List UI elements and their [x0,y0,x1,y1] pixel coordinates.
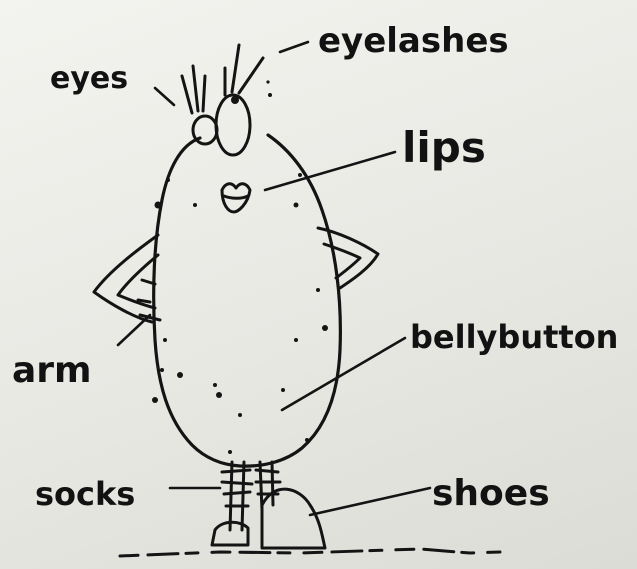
left-arm [94,235,158,322]
eyes-leader [155,88,174,105]
bellybutton-leader [282,338,405,410]
arm-leader [118,315,150,345]
left-hand [138,280,160,320]
label-bellybutton: bellybutton [410,318,618,356]
right-eye-pupil [231,96,239,104]
label-shoes: shoes [432,473,550,514]
label-arm: arm [12,350,92,391]
label-eyes: eyes [50,61,128,96]
lips-leader [265,152,395,190]
socks [222,462,280,530]
leader-lines [118,42,430,515]
label-eyelashes: eyelashes [318,21,509,61]
eyelashes-leader [280,42,308,52]
lips [222,184,250,212]
label-socks: socks [35,475,135,513]
left-eye [193,116,217,144]
right-eye [216,95,250,155]
ground-line [120,549,500,556]
shoes-leader [310,488,430,515]
label-lips: lips [402,123,486,172]
right-arm [318,228,378,288]
